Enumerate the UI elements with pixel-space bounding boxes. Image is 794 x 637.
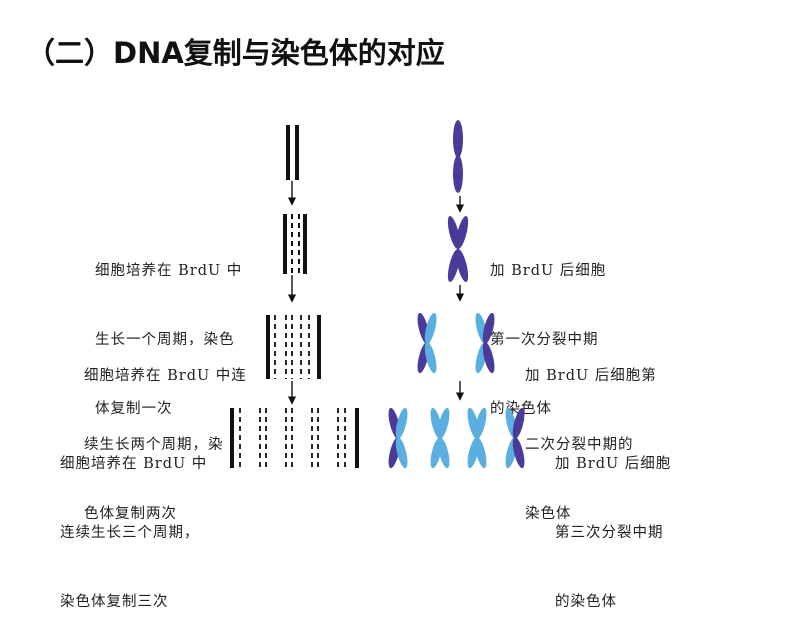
chromatid-dark [482,341,495,374]
dna-strand [303,214,307,274]
diagram-art [230,120,525,469]
right-label-1-line-2: 第一次分裂中期 [490,332,599,348]
left-label-2-line-3: 色体复制两次 [84,506,177,522]
right-label-2: 加 BrdU 后细胞第 二次分裂中期的 染色体 [525,319,657,549]
right-label-2-line-2: 二次分裂中期的 [525,437,634,453]
dna-stage-1 [283,214,307,274]
right-label-2-line-1: 加 BrdU 后细胞第 [525,368,657,384]
dna-strand [355,408,359,468]
chromatid-light [424,341,437,374]
dna-strand [286,125,290,180]
dna-stage-2 [266,315,321,379]
chromatid-light [395,436,408,469]
chromosome-stage-3 [388,407,525,469]
dna-strand [317,315,321,379]
chromatid-light [395,407,408,440]
right-label-1-line-1: 加 BrdU 后细胞 [490,263,607,279]
right-label-3-line-2: 第三次分裂中期 [555,525,664,541]
chromatid-light [437,407,450,440]
left-label-3-line-1: 细胞培养在 BrdU 中 [60,456,208,472]
chromatid-dark [482,312,495,345]
left-label-2-line-1: 细胞培养在 BrdU 中连 [84,368,247,384]
chromatid-light [474,436,487,469]
right-label-3-line-1: 加 BrdU 后细胞 [555,456,672,472]
chromatid-dark [456,215,469,250]
chromatid-dark [453,155,463,193]
left-label-2: 细胞培养在 BrdU 中连 续生长两个周期，染 色体复制两次 [84,319,247,549]
chromosome-stage-2 [417,312,495,374]
chromatid-light [437,436,450,469]
dna-strand [266,315,270,379]
dna-stage-3 [230,408,359,468]
dna-strand [230,408,234,468]
chromatid-light [474,407,487,440]
right-label-2-line-3: 染色体 [525,506,572,522]
dna-strand [295,125,299,180]
chromatid-dark [512,436,525,469]
left-label-3-line-2: 连续生长三个周期， [60,525,200,541]
chromatid-dark [512,407,525,440]
left-label-1-line-3: 体复制一次 [95,401,173,417]
chromosome-stage-1 [447,215,469,283]
left-label-1: 细胞培养在 BrdU 中 生长一个周期，染色 体复制一次 [95,214,242,444]
left-label-1-line-1: 细胞培养在 BrdU 中 [95,263,243,279]
dna-stage-0 [286,125,299,180]
left-label-1-line-2: 生长一个周期，染色 [95,332,235,348]
page-title: （二）DNA复制与染色体的对应 [26,36,445,70]
dna-strand [283,214,287,274]
left-label-2-line-2: 续生长两个周期，染 [84,437,224,453]
chromatid-light [424,312,437,345]
chromatid-dark [453,120,463,158]
chromosome-stage-0 [453,120,463,193]
chromatid-dark [456,248,469,283]
